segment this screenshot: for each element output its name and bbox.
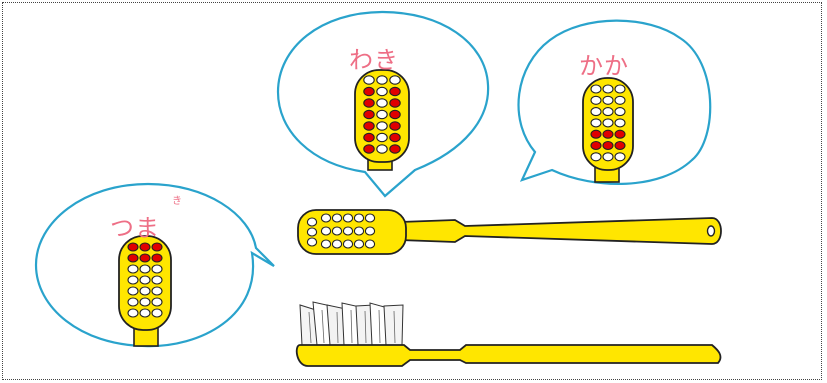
bristle-dot-highlighted	[364, 87, 374, 95]
bristle-dot	[152, 265, 162, 273]
bristle-dot-highlighted	[140, 243, 150, 251]
bristle-dot	[377, 99, 387, 107]
bristle-dot-highlighted	[364, 145, 374, 153]
toothbrush-top-view	[298, 210, 721, 254]
bristle-hole	[365, 240, 374, 248]
bristle-dot	[603, 119, 613, 127]
bristle-dot	[603, 108, 613, 116]
bristle-dot	[377, 133, 387, 141]
bristle-dot-highlighted	[615, 130, 625, 138]
bristle-dot-highlighted	[128, 243, 138, 251]
bristle-dot-highlighted	[152, 254, 162, 262]
bristle-hole	[343, 214, 352, 222]
bristle-dot-highlighted	[364, 133, 374, 141]
bristle-dot-highlighted	[390, 110, 400, 118]
bristle-dot	[152, 298, 162, 306]
bristle-dot-highlighted	[603, 130, 613, 138]
bristle-dot	[591, 96, 601, 104]
bristle-dot	[152, 276, 162, 284]
bristle-hole	[332, 240, 341, 248]
bristle-dot	[377, 145, 387, 153]
bristle-dot	[128, 298, 138, 306]
bristle-dot-highlighted	[128, 254, 138, 262]
bristle-dot	[140, 265, 150, 273]
bristle-dot	[152, 309, 162, 317]
label-kaka: かか	[579, 46, 629, 81]
bristle-dot	[591, 119, 601, 127]
bristle-dot	[140, 309, 150, 317]
bristle-dot	[128, 265, 138, 273]
bristle-hole	[343, 240, 352, 248]
bristle-dot-highlighted	[364, 99, 374, 107]
bristle-dot	[615, 108, 625, 116]
bristle-dot-highlighted	[390, 122, 400, 130]
bristle-hole	[343, 227, 352, 235]
bristle-dot	[603, 96, 613, 104]
bristle-hole	[307, 238, 316, 246]
bristle-hole	[307, 228, 316, 236]
bristle-dot-highlighted	[591, 142, 601, 150]
bristle-dot	[591, 108, 601, 116]
bristle-dot	[591, 153, 601, 161]
bristle-dot	[140, 276, 150, 284]
bristle-dot-highlighted	[140, 254, 150, 262]
bristle-dot	[615, 153, 625, 161]
toothbrush-side-view	[297, 302, 721, 366]
bristle-dot	[128, 276, 138, 284]
bristle-hole	[321, 240, 330, 248]
bristle-dot-highlighted	[591, 130, 601, 138]
bristle-dot	[152, 287, 162, 295]
bristle-hole	[332, 214, 341, 222]
bristle-dot	[140, 287, 150, 295]
brush-head-middle	[355, 70, 409, 170]
bristle-dot	[377, 87, 387, 95]
bristle-hole	[332, 227, 341, 235]
bristle-dot-highlighted	[364, 110, 374, 118]
bristle-dot	[377, 76, 387, 84]
bristle-dot	[377, 122, 387, 130]
bristle-dot	[615, 119, 625, 127]
bristle-hole	[354, 240, 363, 248]
bristle-hole	[321, 227, 330, 235]
bristle-dot-highlighted	[390, 87, 400, 95]
bristle-dot	[591, 85, 601, 93]
bristle-dot	[128, 287, 138, 295]
bristle-dot	[140, 298, 150, 306]
bristle-hole	[321, 214, 330, 222]
bristle-dot	[615, 85, 625, 93]
bristle-hole	[354, 227, 363, 235]
bristle-dot	[128, 309, 138, 317]
bristle-hole	[365, 214, 374, 222]
bristle-dot	[390, 76, 400, 84]
bristle-dot	[603, 153, 613, 161]
bristle-dot-highlighted	[390, 99, 400, 107]
bristle-hole	[307, 218, 316, 226]
bristle-hole	[354, 214, 363, 222]
label-tsumaki-ruby: き	[172, 192, 182, 207]
bristle-dot-highlighted	[152, 243, 162, 251]
bristle-dot	[615, 96, 625, 104]
label-tsumaki: つま	[110, 208, 160, 243]
bristle-dot	[603, 85, 613, 93]
bristle-dot-highlighted	[390, 145, 400, 153]
label-waki: わき	[349, 40, 399, 75]
bristle-dot	[364, 76, 374, 84]
bristle-dot-highlighted	[390, 133, 400, 141]
bristle-dot-highlighted	[364, 122, 374, 130]
bristle-dot-highlighted	[603, 142, 613, 150]
bristle-dot-highlighted	[615, 142, 625, 150]
bristle-dot	[377, 110, 387, 118]
bristle-hole	[365, 227, 374, 235]
